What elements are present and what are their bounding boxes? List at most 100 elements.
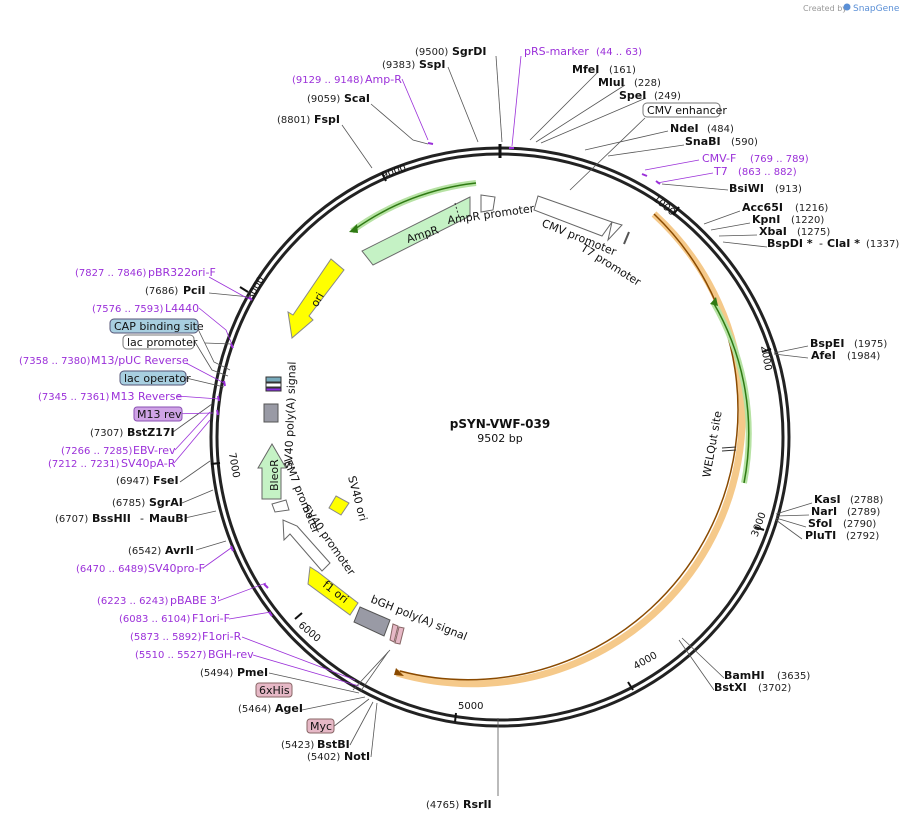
tick-2000: 2000 [758,345,773,372]
tick-7000: 7000 [226,452,241,479]
sgrdi-label: SgrDI [452,45,486,58]
sv40-promoter-feature [282,519,331,572]
lac-operator-label: lac operator [124,372,191,385]
avrii-label: AvrII [165,544,194,557]
f1ori-f-label: F1ori-F [192,612,230,625]
sgrai-label: SgrAI [149,496,183,509]
cmv-enhancer-label: CMV enhancer [647,104,727,117]
sgrai-pos: (6785) [112,498,145,509]
kasi-pos: (2788) [850,495,883,506]
bottom-cluster-lines [352,649,391,693]
pbr322-pos: (7827 .. 7846) [75,268,147,279]
bsiwi-label: BsiWI [729,182,764,195]
noti-label: NotI [344,750,370,763]
nari-label: NarI [811,505,837,518]
avrii-pos: (6542) [128,546,161,557]
mfei-pos: (161) [609,65,636,76]
fsei-label: FseI [153,474,179,487]
ebv-rev-pos: (7266 .. 7285) [61,446,133,457]
prs-marker-label: pRS-marker [524,45,589,58]
spei-pos: (249) [654,91,681,102]
insert-arrow-head [394,668,404,676]
top-primer-leaders [401,55,714,184]
pmei-label: PmeI [237,666,268,679]
sv40pa-r-label: SV40pA-R [121,457,176,470]
bsshii-pos: (6707) [55,514,88,525]
sspi-pos: (9383) [382,60,415,71]
bgh-rev-pos: (5510 .. 5527) [135,650,207,661]
snapgene-logo-icon [843,3,851,11]
ampr-outer-arc [354,182,477,230]
agei-label: AgeI [275,702,303,715]
lac-operator-box [119,370,187,386]
cap-binding-box [109,318,199,334]
pluti-pos: (2792) [846,531,879,542]
lac-region-features [263,376,282,423]
prs-marker-pos: (44 .. 63) [596,47,642,58]
amp-r-label: Amp-R [365,73,402,86]
his6-box [255,682,293,698]
ndei-label: NdeI [670,122,699,135]
plasmid-size: 9502 bp [477,432,522,445]
bstxi-pos: (3702) [758,683,791,694]
rsrii-pos: (4765) [426,800,459,811]
spei-label: SpeI [619,89,646,102]
bspdi-sep: - [819,237,823,250]
insert-arc-highlight [396,211,746,688]
clai-pos: (1337) [866,239,899,250]
sv40pa-r-pos: (7212 .. 7231) [48,459,120,470]
rsrii-label: RsrII [463,798,492,811]
f1ori-f-pos: (6083 .. 6104) [119,614,191,625]
tick-5000: 5000 [458,701,483,712]
afei-pos: (1984) [847,351,880,362]
bstz17i-pos: (7307) [90,428,123,439]
acc65i-pos: (1216) [795,203,828,214]
welqut-arc [712,301,750,484]
bstbi-pos: (5423) [281,740,314,751]
welqut-label: WELQut site [700,410,725,479]
t7-label: T7 [713,165,728,178]
pbabe3-pos: (6223 .. 6243) [97,596,169,607]
bamhi-label: BamHI [724,669,765,682]
f1ori-r-label: F1ori-R [202,630,242,643]
tick-4000: 4000 [632,650,660,672]
ampr-feature [361,196,471,266]
afei-label: AfeI [811,349,836,362]
fspi-pos: (8801) [277,115,310,126]
noti-pos: (5402) [307,752,340,763]
agei-pos: (5464) [238,704,271,715]
pbabe3-label: pBABE 3' [170,594,220,607]
sspi-label: SspI [419,58,445,71]
created-by-text: Created by [803,4,847,13]
bsiwi-pos: (913) [775,184,802,195]
clai-label: ClaI * [827,237,860,250]
m13puc-label: M13/pUC Reverse [91,354,189,367]
left-leader-lines [172,292,378,758]
pluti-label: PluTI [805,529,836,542]
bleor-label: BleoR [268,459,281,491]
bleor-feature [257,443,287,500]
sgrdi-pos: (9500) [415,47,448,58]
kpni-pos: (1220) [791,215,824,226]
bspdi-label: BspDI * [767,237,813,250]
left-primer-leaders [169,276,360,687]
ampr-promoter-arrow [480,194,496,213]
welqut-arrow-head [710,297,718,306]
amp-r-pos: (9129 .. 9148) [292,75,364,86]
t7-pos: (863 .. 882) [738,167,797,178]
pcii-pos: (7686) [145,286,178,297]
ndei-pos: (484) [707,124,734,135]
maubi-label: MauBI [149,512,188,525]
lac-promoter-label: lac promoter [127,336,198,349]
cmv-f-label: CMV-F [702,152,736,165]
myc-box [306,718,335,734]
cmv-promoter-feature [533,195,613,237]
m13rev-label: M13 Reverse [111,390,182,403]
tick-9000: 9000 [380,163,408,182]
l4440-label: L4440 [165,302,199,315]
sv40pro-f-pos: (6470 .. 6489) [76,564,148,575]
t7-promoter-mark [623,231,630,245]
cmv-promoter-arrow [607,221,623,242]
pbr322-label: pBR322ori-F [148,266,216,279]
